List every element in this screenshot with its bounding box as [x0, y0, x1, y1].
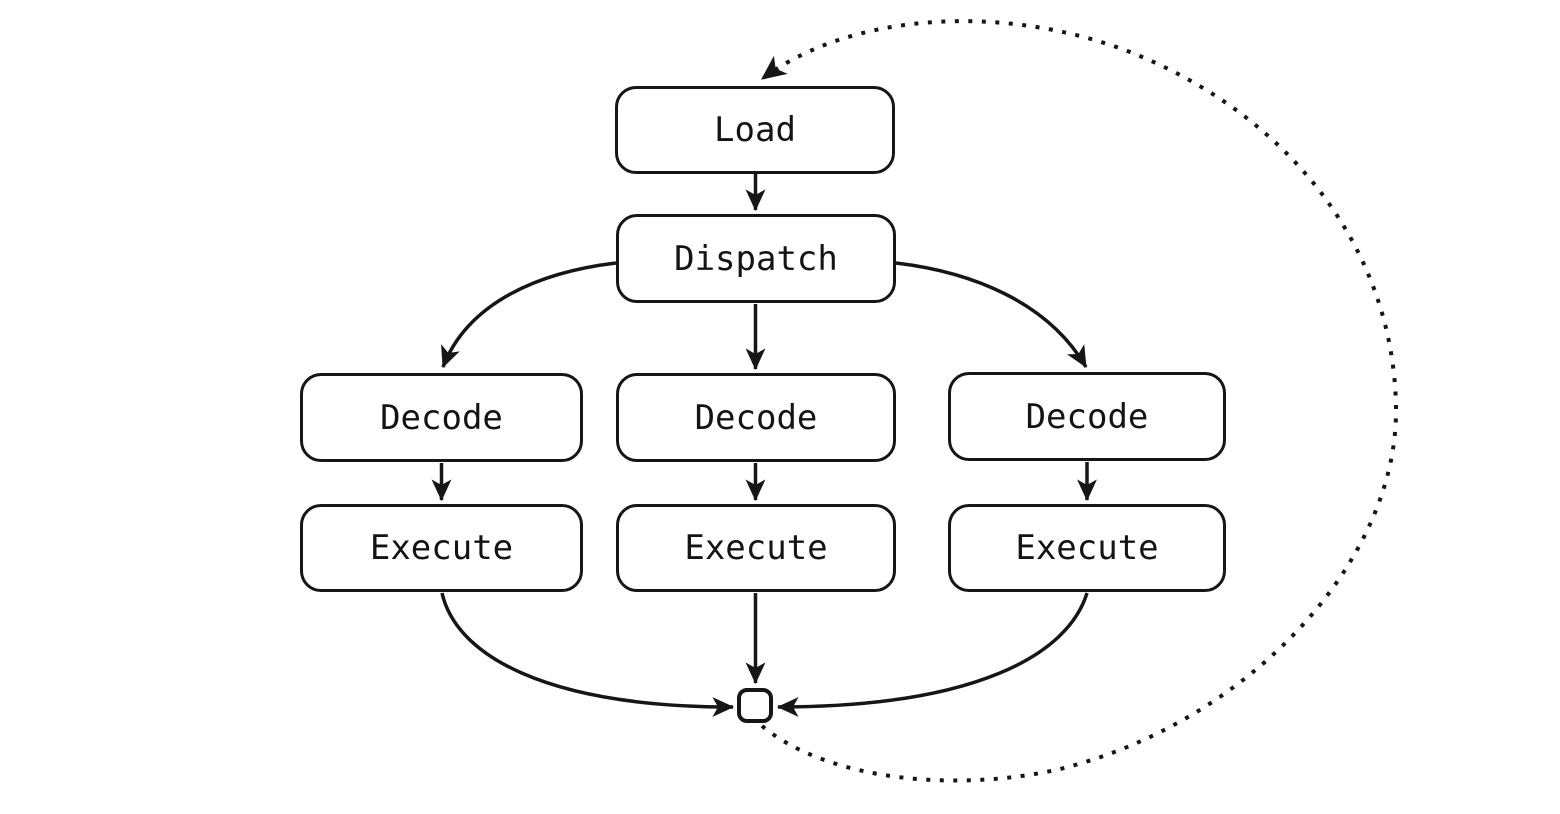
edge-execute-left-to-join [440, 592, 735, 717]
node-load: Load [615, 86, 895, 174]
node-decode-left-label: Decode [380, 397, 503, 438]
node-dispatch: Dispatch [616, 214, 896, 303]
node-execute-left: Execute [300, 504, 583, 592]
edge-dispatch-to-decode-right [895, 261, 1088, 368]
node-load-label: Load [714, 110, 796, 150]
node-join [737, 688, 773, 723]
node-execute-right-label: Execute [1015, 528, 1159, 568]
node-decode-center-label: Decode [694, 397, 818, 438]
node-decode-right-label: Decode [1025, 396, 1149, 437]
node-dispatch-label: Dispatch [674, 238, 838, 279]
edge-execute-right-to-join [776, 592, 1089, 717]
node-decode-right: Decode [948, 372, 1226, 461]
node-decode-center: Decode [616, 373, 896, 462]
node-execute-left-label: Execute [369, 528, 514, 568]
edge-dispatch-to-decode-left [441, 261, 617, 369]
node-execute-center-label: Execute [684, 528, 828, 568]
node-execute-center: Execute [616, 504, 896, 592]
edge-join-to-load-loop [760, 19, 1399, 783]
node-execute-right: Execute [948, 504, 1226, 592]
node-decode-left: Decode [300, 373, 583, 462]
